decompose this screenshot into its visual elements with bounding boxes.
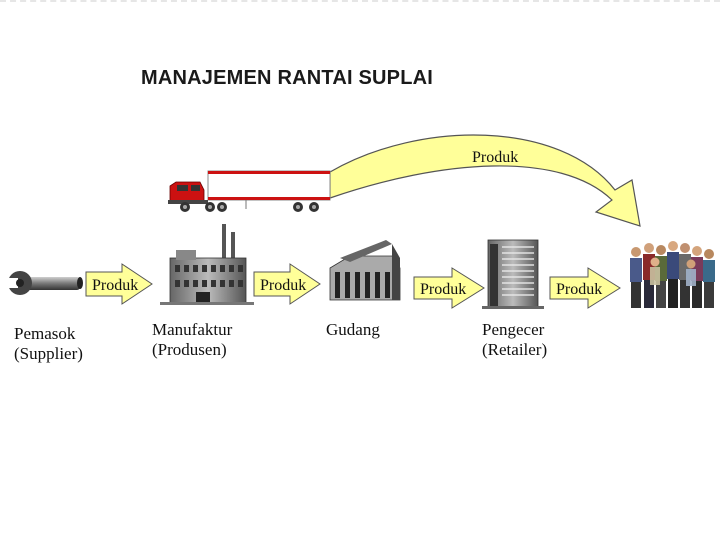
- office-building-icon: [482, 239, 544, 309]
- flow-arrow-4: Produk: [549, 267, 621, 309]
- flow-arrow-label-3: Produk: [420, 281, 466, 298]
- top-border: [0, 0, 720, 8]
- stage-supplier-name: Pemasok: [14, 324, 76, 343]
- consumers-icon: [630, 241, 715, 308]
- top-curved-arrow: Produk: [329, 134, 641, 227]
- flow-arrow-2: Produk: [253, 263, 321, 305]
- stage-retailer-subtitle: (Retailer): [482, 340, 548, 359]
- truck-icon: [168, 170, 331, 212]
- stage-warehouse-label: Gudang: [326, 320, 380, 340]
- flow-arrow-label-1: Produk: [92, 277, 138, 294]
- stage-retailer-label: Pengecer (Retailer): [482, 320, 547, 360]
- stage-manufacturer-subtitle: (Produsen): [152, 340, 227, 359]
- wrench-icon: [4, 271, 83, 295]
- flow-arrow-label-2: Produk: [260, 277, 306, 294]
- warehouse-icon: [329, 240, 401, 301]
- factory-icon: [160, 224, 254, 305]
- stage-manufacturer-label: Manufaktur (Produsen): [152, 320, 232, 360]
- stage-supplier-label: Pemasok (Supplier): [14, 324, 83, 364]
- top-arrow-label: Produk: [472, 149, 518, 166]
- page-title: MANAJEMEN RANTAI SUPLAI: [141, 67, 434, 89]
- stage-manufacturer-name: Manufaktur: [152, 320, 233, 339]
- flow-arrow-3: Produk: [413, 267, 485, 309]
- stage-supplier-subtitle: (Supplier): [14, 344, 83, 363]
- flow-arrow-label-4: Produk: [556, 281, 602, 298]
- stage-retailer-name: Pengecer: [482, 320, 545, 339]
- flow-arrow-1: Produk: [85, 263, 153, 305]
- stage-warehouse-name: Gudang: [326, 320, 380, 339]
